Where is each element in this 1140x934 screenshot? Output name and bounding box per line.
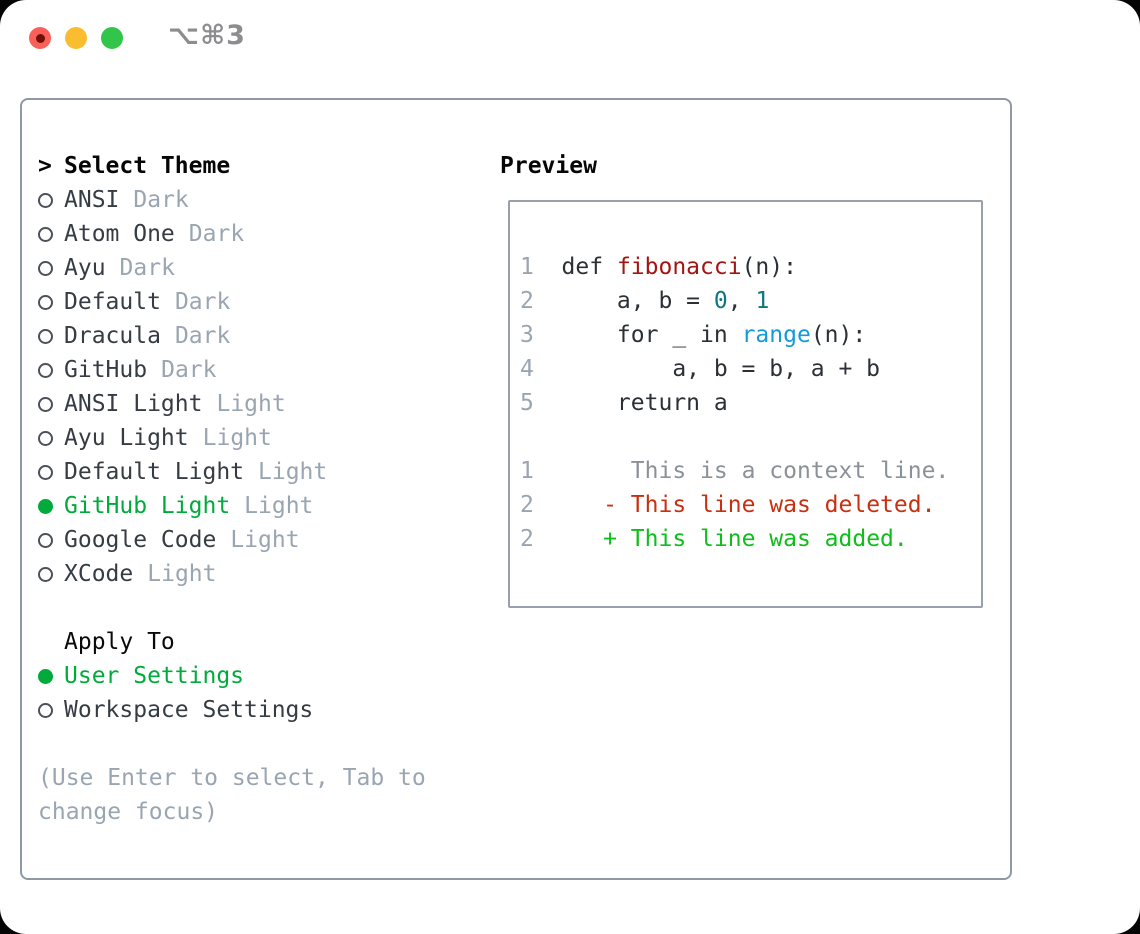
apply-option-label-selected: User Settings [64,663,245,689]
theme-option-ansi-dark[interactable]: ANSI Dark [38,183,478,217]
minimize-button[interactable] [65,27,87,49]
gap [38,591,478,625]
radio-unselected-icon [38,260,53,276]
apply-option-workspace-settings[interactable]: Workspace Settings [38,693,478,727]
theme-name: ANSI [64,187,120,213]
radio-unselected-icon [38,430,53,446]
theme-variant: Light [230,527,300,553]
preview-heading: Preview [500,153,597,179]
theme-name: Dracula [64,323,161,349]
apply-option-label: Workspace Settings [64,697,314,723]
radio-unselected-icon [38,328,53,344]
theme-variant: Light [244,493,314,519]
gap [38,727,478,761]
theme-option-xcode[interactable]: XCode Light [38,557,478,591]
theme-variant: Light [147,561,217,587]
select-theme-heading: Select Theme [64,153,231,179]
theme-name: Ayu [64,255,106,281]
code-line: 2 - This line was deleted. [520,492,936,518]
radio-unselected-icon [38,464,53,480]
radio-unselected-icon [38,294,53,310]
radio-selected-icon [38,668,53,684]
radio-unselected-icon [38,532,53,548]
theme-option-google-code[interactable]: Google Code Light [38,523,478,557]
code-line: 1 This is a context line. [520,458,950,484]
radio-unselected-icon [38,226,53,242]
hint-text-line1: (Use Enter to select, Tab to [38,765,426,791]
theme-name: Ayu Light [64,425,189,451]
select-theme-heading-row: > Select Theme [38,149,478,183]
theme-name: XCode [64,561,134,587]
theme-option-default-dark[interactable]: Default Dark [38,285,478,319]
preview-heading-row: Preview [500,149,597,183]
traffic-lights [29,27,123,49]
apply-to-heading-row: Apply To [38,625,478,659]
theme-list: > Select Theme ANSI Dark Atom One Dark A… [38,149,478,829]
keyboard-shortcut-label: ⌥⌘3 [168,20,246,51]
unsaved-indicator-dot [35,33,45,43]
theme-option-ayu-dark[interactable]: Ayu Dark [38,251,478,285]
theme-option-atom-one-dark[interactable]: Atom One Dark [38,217,478,251]
radio-unselected-icon [38,566,53,582]
theme-option-dracula-dark[interactable]: Dracula Dark [38,319,478,353]
theme-name: Google Code [64,527,217,553]
theme-name: ANSI Light [64,391,203,417]
theme-variant: Dark [161,357,217,383]
theme-name: Default Light [64,459,245,485]
theme-variant: Light [216,391,286,417]
theme-variant: Dark [174,323,231,349]
hint-text-line2: change focus) [38,799,219,825]
code-line: 1 def fibonacci(n): [520,254,797,280]
radio-unselected-icon [38,396,53,412]
titlebar: ⌥⌘3 [0,0,1140,97]
theme-name: Atom One [64,221,175,247]
code-line: 2 + This line was added. [520,526,908,552]
theme-picker-panel: > Select Theme ANSI Dark Atom One Dark A… [20,98,1012,880]
code-line: 3 for _ in range(n): [520,322,867,348]
radio-unselected-icon [38,192,53,208]
theme-option-default-light[interactable]: Default Light Light [38,455,478,489]
theme-variant: Light [258,459,328,485]
apply-to-heading: Apply To [64,629,175,655]
preview-box: 1 def fibonacci(n): 2 a, b = 0, 1 3 for _ … [508,200,983,608]
theme-option-github-dark[interactable]: GitHub Dark [38,353,478,387]
code-preview: 1 def fibonacci(n): 2 a, b = 0, 1 3 for _ … [510,202,981,556]
theme-variant: Light [202,425,272,451]
theme-variant: Dark [188,221,245,247]
theme-option-ansi-light[interactable]: ANSI Light Light [38,387,478,421]
theme-variant: Dark [133,187,189,213]
code-line: 2 a, b = 0, 1 [520,288,770,314]
radio-unselected-icon [38,702,53,718]
radio-unselected-icon [38,362,53,378]
code-line [520,420,981,454]
theme-variant: Dark [119,255,175,281]
theme-name: GitHub [64,357,148,383]
close-button[interactable] [29,27,51,49]
zoom-button[interactable] [101,27,123,49]
radio-selected-icon [38,498,53,514]
cursor-marker: > [38,153,52,179]
theme-variant: Dark [174,289,231,315]
theme-option-github-light[interactable]: GitHub Light Light [38,489,478,523]
theme-name-selected: GitHub Light [64,493,231,519]
theme-option-ayu-light[interactable]: Ayu Light Light [38,421,478,455]
apply-option-user-settings[interactable]: User Settings [38,659,478,693]
code-line: 5 return a [520,390,728,416]
theme-name: Default [64,289,161,315]
code-line: 4 a, b = b, a + b [520,356,881,382]
